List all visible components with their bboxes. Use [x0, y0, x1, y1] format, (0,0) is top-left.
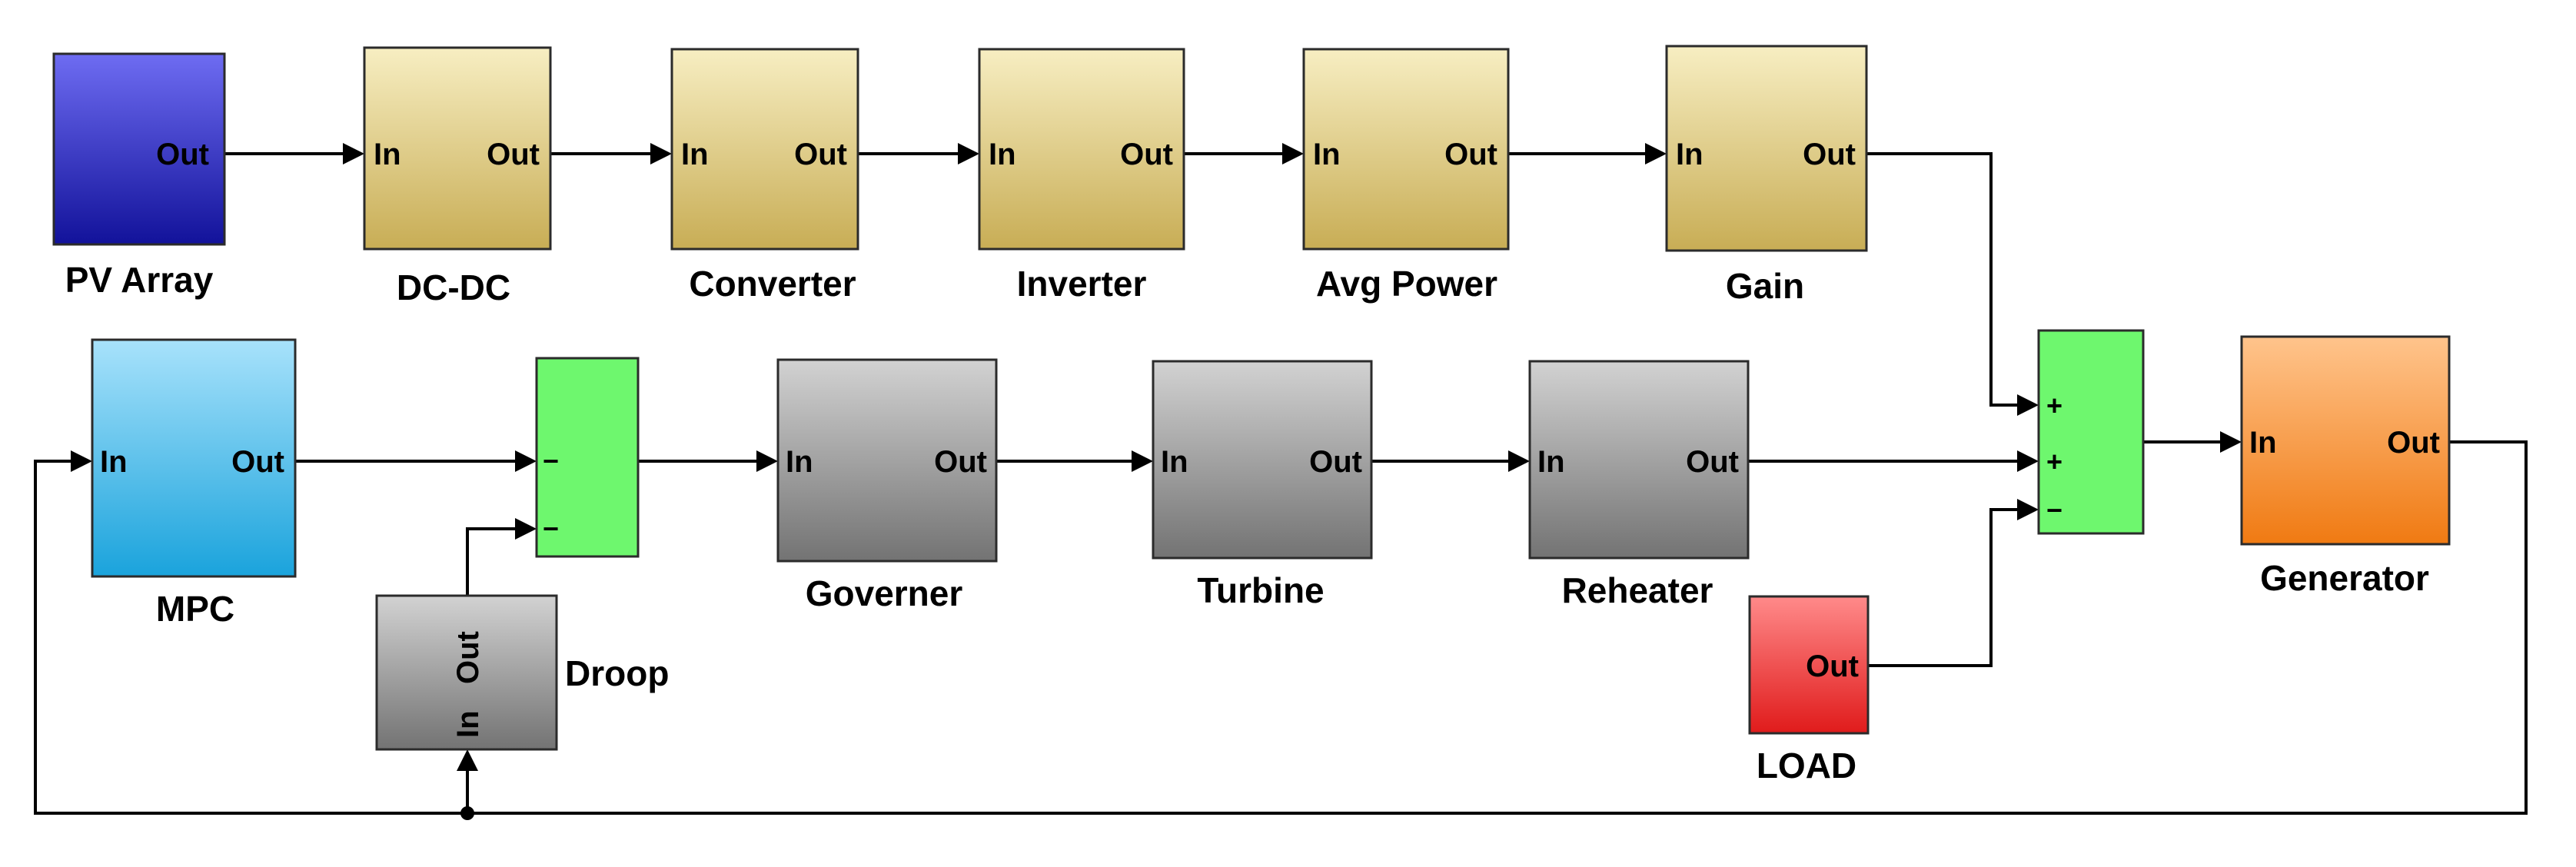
- block-name: PV Array: [65, 260, 214, 300]
- branch-point: [460, 806, 474, 820]
- arrowhead: [2017, 394, 2039, 416]
- arrowhead: [2017, 450, 2039, 472]
- in-port-label: In: [374, 138, 401, 171]
- avg-power-block[interactable]: In Out Avg Power: [1302, 48, 1510, 304]
- arrowhead: [756, 450, 778, 472]
- in-port-label: In: [681, 138, 709, 171]
- arrowhead: [2017, 499, 2039, 520]
- in-port-label: In: [1537, 445, 1565, 479]
- arrowhead: [1508, 450, 1530, 472]
- in-port-label: In: [1313, 138, 1341, 171]
- block-name: DC-DC: [397, 267, 510, 307]
- arrowhead: [1132, 450, 1153, 472]
- block-name: Avg Power: [1316, 264, 1497, 304]
- out-port-label: Out: [934, 445, 987, 479]
- in-port-label: In: [2249, 426, 2277, 460]
- sum1-sign-1: −: [543, 445, 559, 477]
- converter-block[interactable]: In Out Converter: [670, 48, 859, 304]
- out-port-label: Out: [156, 138, 209, 171]
- arrowhead: [71, 450, 92, 472]
- block-name: Turbine: [1197, 570, 1324, 610]
- block-name: Converter: [689, 264, 856, 304]
- arrowhead: [1645, 143, 1667, 164]
- wire-generator-feedback: [34, 440, 2528, 815]
- out-port-label: Out: [1120, 138, 1173, 171]
- arrowhead: [515, 518, 537, 540]
- arrowhead: [2220, 431, 2242, 453]
- arrowhead: [457, 749, 478, 771]
- reheater-block[interactable]: In Out Reheater: [1528, 360, 1750, 610]
- sum1-sign-2: −: [543, 513, 559, 544]
- generator-block[interactable]: In Out Generator: [2240, 335, 2451, 598]
- sum2-sign-2: +: [2046, 446, 2062, 477]
- wire-droop-to-sum1: [466, 527, 515, 596]
- in-port-label: In: [1161, 445, 1188, 479]
- turbine-block[interactable]: In Out Turbine: [1152, 360, 1373, 610]
- in-port-label: In: [451, 710, 485, 738]
- arrowhead: [343, 143, 364, 164]
- in-port-label: In: [989, 138, 1016, 171]
- dc-dc-block[interactable]: In Out DC-DC: [363, 46, 552, 307]
- pv-array-block[interactable]: Out PV Array: [52, 52, 226, 300]
- out-port-label: Out: [451, 631, 485, 684]
- inverter-block[interactable]: In Out Inverter: [978, 48, 1185, 304]
- arrowhead: [650, 143, 672, 164]
- block-name: Gain: [1726, 266, 1804, 306]
- sum2-sign-3: −: [2046, 494, 2062, 526]
- governer-block[interactable]: In Out Governer: [776, 358, 998, 613]
- in-port-label: In: [786, 445, 813, 479]
- out-port-label: Out: [1444, 138, 1497, 171]
- sum1-block[interactable]: − −: [535, 357, 640, 558]
- arrowhead: [515, 450, 537, 472]
- block-name: Inverter: [1017, 264, 1147, 304]
- gain-block[interactable]: In Out Gain: [1665, 45, 1868, 306]
- block-name: Governer: [806, 573, 963, 613]
- wire-load-to-sum2: [1868, 508, 2017, 667]
- droop-block[interactable]: In Out Droop: [375, 594, 669, 751]
- out-port-label: Out: [2387, 426, 2440, 460]
- arrowhead: [958, 143, 979, 164]
- out-port-label: Out: [794, 138, 847, 171]
- sum2-sign-1: +: [2046, 390, 2062, 421]
- in-port-label: In: [1676, 138, 1703, 171]
- signal-lines: [34, 143, 2528, 820]
- mpc-block[interactable]: In Out MPC: [91, 338, 297, 629]
- block-name: Reheater: [1562, 570, 1713, 610]
- out-port-label: Out: [231, 445, 284, 479]
- wire-gain-to-sum2: [1866, 152, 2017, 407]
- out-port-label: Out: [1309, 445, 1362, 479]
- block-name: MPC: [156, 589, 234, 629]
- load-block[interactable]: Out LOAD: [1748, 595, 1870, 786]
- sum2-block[interactable]: + + −: [2037, 329, 2145, 535]
- out-port-label: Out: [1806, 649, 1859, 683]
- out-port-label: Out: [1686, 445, 1739, 479]
- arrowhead: [1282, 143, 1304, 164]
- block-name: Generator: [2260, 558, 2429, 598]
- block-name: LOAD: [1757, 746, 1856, 786]
- in-port-label: In: [100, 445, 128, 479]
- block-name: Droop: [565, 653, 669, 693]
- out-port-label: Out: [1803, 138, 1856, 171]
- out-port-label: Out: [487, 138, 540, 171]
